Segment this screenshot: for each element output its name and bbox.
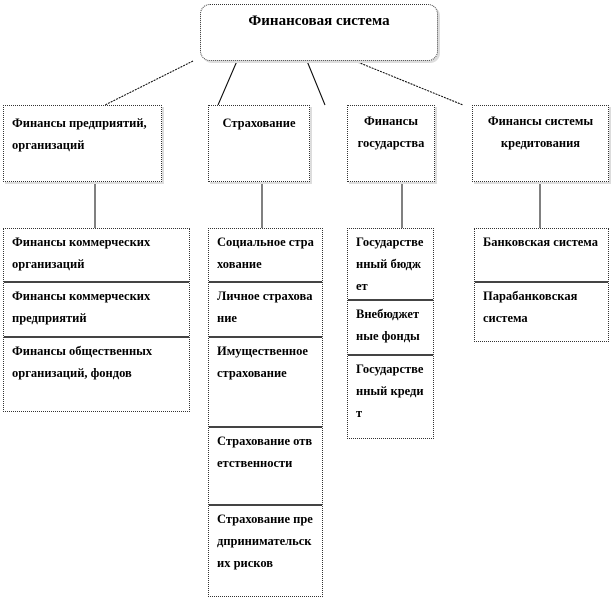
branch-enterprise-finance: Финансы предприятий, организаций (3, 105, 162, 182)
connector-root-2 (217, 60, 238, 106)
list-item: Государственный кредит (356, 362, 424, 420)
list-item: Парабанковская система (483, 289, 578, 325)
list-item: Страхование предпринимательских рисков (217, 512, 313, 570)
list-item: Личное страхование (209, 283, 322, 338)
list-item: Внебюджетные фонды (348, 301, 433, 356)
enterprise-finance-list: Финансы коммерческих организаций Финансы… (3, 228, 190, 412)
connector-root-3 (306, 60, 326, 106)
list-item: Финансы коммерческих предприятий (4, 283, 189, 338)
branch-insurance: Страхование (208, 105, 310, 182)
branch-credit-system: Финансы системы кредитования (472, 105, 609, 182)
list-item: Банковская система (475, 229, 608, 283)
branch-state-finance: Финансы государства (347, 105, 435, 182)
root-node: Финансовая система (200, 4, 438, 61)
list-item: Страхование ответственности (209, 428, 322, 506)
insurance-list: Социальное страхование Личное страховани… (208, 228, 323, 597)
list-item: Финансы общественных организаций, фондов (12, 344, 153, 380)
list-item: Финансы коммерческих организаций (4, 229, 189, 283)
connector-root-1 (104, 60, 194, 106)
list-item: Социальное страхование (209, 229, 322, 283)
connector-root-4 (354, 60, 464, 106)
credit-system-list: Банковская система Парабанковская систем… (474, 228, 609, 342)
list-item: Имущественное страхование (209, 338, 322, 428)
state-finance-list: Государственный бюджет Внебюджетные фонд… (347, 228, 434, 439)
list-item: Государственный бюджет (348, 229, 433, 301)
